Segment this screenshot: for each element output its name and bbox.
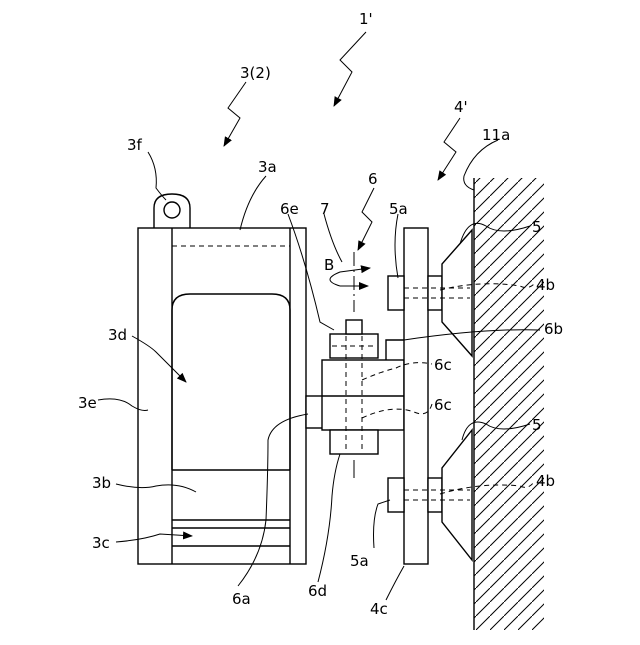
label-ring: 3f	[127, 136, 143, 154]
suction-cup-lower	[388, 430, 472, 560]
wall	[474, 178, 544, 630]
label-housing-top: 3a	[258, 158, 277, 176]
label-bore-lower: 6c	[434, 396, 452, 414]
label-stem-lower: 4b	[536, 472, 555, 490]
label-stem-upper: 4b	[536, 276, 555, 294]
rotation-arrow	[330, 268, 370, 286]
label-bracket-assy: 6	[368, 170, 378, 188]
label-arm: 6a	[232, 590, 251, 608]
hanging-ring	[154, 194, 190, 228]
label-window: 3d	[108, 326, 127, 344]
suction-plate	[404, 228, 428, 564]
label-band-lower: 3c	[92, 534, 110, 552]
label-bolt-head: 6d	[308, 582, 327, 600]
label-pad: 5a	[389, 200, 408, 218]
suction-cup-upper	[388, 230, 472, 356]
label-plate: 4c	[370, 600, 388, 618]
label-nut: 6e	[280, 200, 299, 218]
label-assembly: 1'	[359, 10, 373, 28]
label-pad-lower: 5a	[350, 552, 369, 570]
label-cup-upper: 5	[532, 218, 542, 236]
label-cup-lower: 5	[532, 416, 542, 434]
label-unit: 3(2)	[240, 64, 271, 82]
label-wall: 11a	[482, 126, 510, 144]
label-rotation: B	[324, 256, 334, 274]
housing	[138, 228, 306, 564]
label-band-upper: 3b	[92, 474, 111, 492]
label-side-wall: 3e	[78, 394, 97, 412]
label-plate-assy: 4'	[454, 98, 468, 116]
label-clamp-plate: 6b	[544, 320, 563, 338]
label-bore-upper: 6c	[434, 356, 452, 374]
label-pin: 7	[320, 200, 330, 218]
